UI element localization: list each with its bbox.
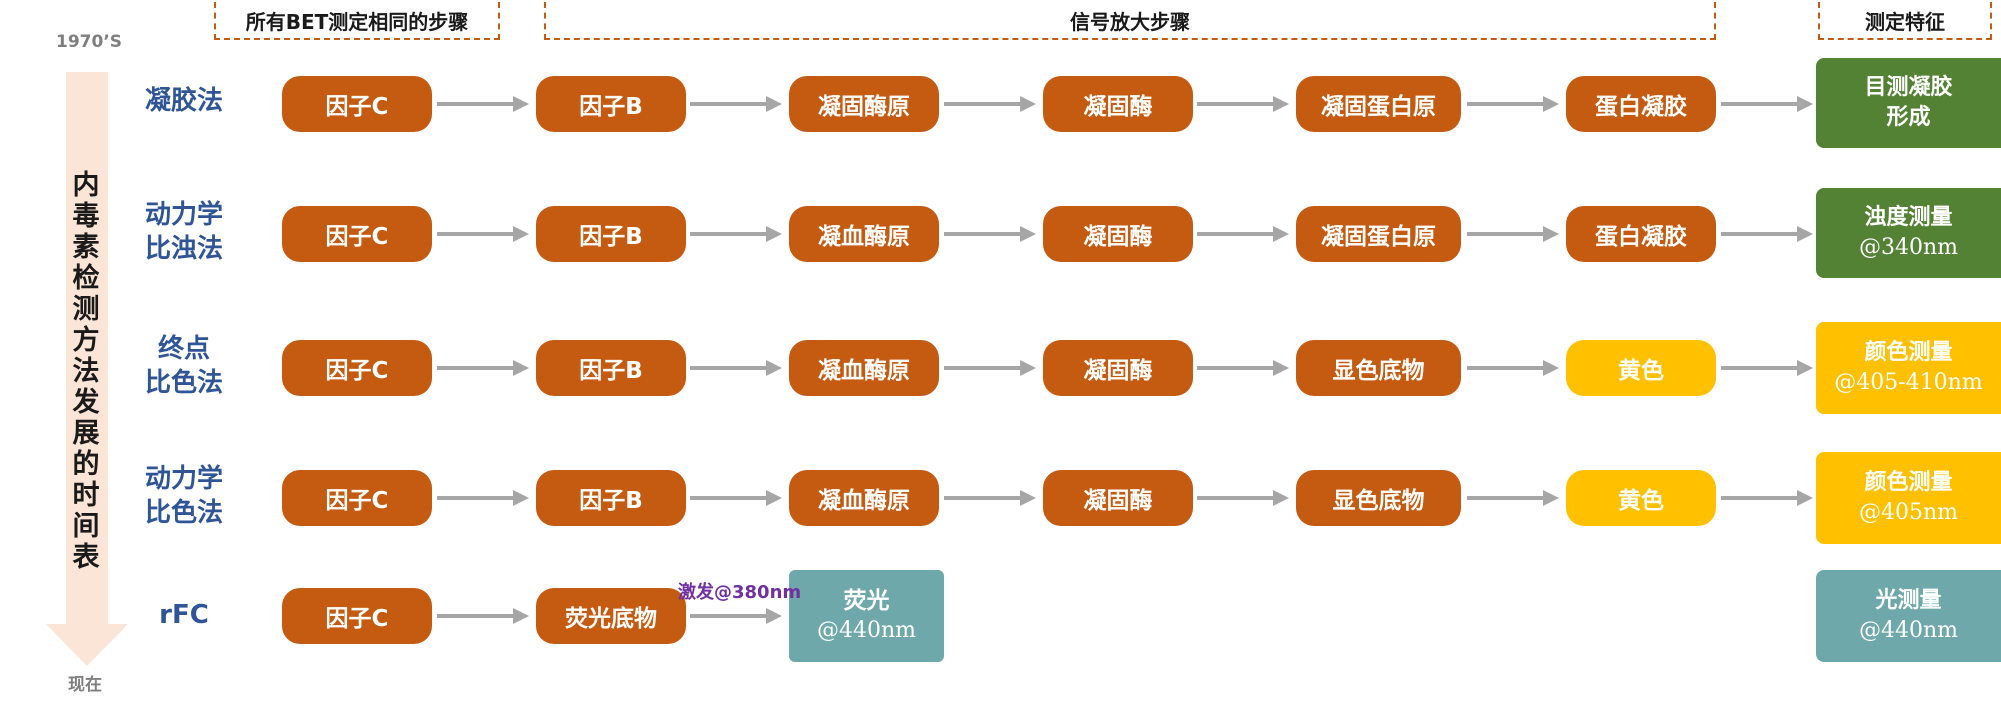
method-kinetic-chromogenic: 动力学 比色法 xyxy=(126,462,242,530)
flow-arrow-icon xyxy=(944,490,1036,506)
node-factor-c: 因子C xyxy=(282,588,432,644)
flow-arrow-icon xyxy=(1197,226,1289,242)
method-label-line: 动力学 xyxy=(144,200,223,230)
header-same-steps: 所有BET测定相同的步骤 xyxy=(214,2,500,40)
flow-arrow-icon xyxy=(437,226,529,242)
timeline-label: 内毒素检测方法发展的时间表 xyxy=(72,170,100,573)
node-coagulogen: 凝固蛋白原 xyxy=(1296,206,1461,262)
header-feature: 测定特征 xyxy=(1818,2,1992,40)
method-gel-clot: 凝胶法 xyxy=(126,84,242,118)
node-coagulogen: 凝固蛋白原 xyxy=(1296,76,1461,132)
feature-color-measure: 颜色测量 @405nm xyxy=(1816,452,2001,544)
node-clotting-enzyme: 凝固酶 xyxy=(1043,206,1193,262)
method-label-line: rFC xyxy=(159,600,209,630)
feature-line1: 浊度测量 xyxy=(1864,205,1953,230)
header-amplification: 信号放大步骤 xyxy=(544,2,1716,40)
timeline-arrow xyxy=(46,72,128,666)
flow-arrow-icon xyxy=(944,360,1036,376)
method-label-line: 终点 xyxy=(157,334,210,364)
node-factor-c: 因子C xyxy=(282,340,432,396)
node-clotting-enzyme: 凝固酶 xyxy=(1043,470,1193,526)
method-label-line: 比色法 xyxy=(144,368,223,398)
node-clotting-enzyme: 凝固酶 xyxy=(1043,76,1193,132)
flow-arrow-icon xyxy=(690,226,782,242)
node-line2: @440nm xyxy=(816,618,917,643)
flow-arrow-icon xyxy=(1721,226,1813,242)
method-label-line: 比色法 xyxy=(144,498,223,528)
feature-line1: 颜色测量 xyxy=(1864,470,1953,495)
flow-arrow-icon xyxy=(1197,96,1289,112)
node-line1: 荧光 xyxy=(843,588,890,614)
node-chromogenic-substrate: 显色底物 xyxy=(1296,470,1461,526)
feature-line1: 光测量 xyxy=(1875,588,1942,613)
feature-turbidity: 浊度测量 @340nm xyxy=(1816,188,2001,278)
node-prothrombin: 凝血酶原 xyxy=(789,340,939,396)
feature-line2: @405nm xyxy=(1858,500,1959,525)
method-label-line: 动力学 xyxy=(144,464,223,494)
node-factor-b: 因子B xyxy=(536,76,686,132)
flow-arrow-icon xyxy=(437,490,529,506)
feature-line2: 形成 xyxy=(1886,105,1931,130)
feature-line2: @405-410nm xyxy=(1834,370,1983,395)
flow-arrow-icon xyxy=(1721,360,1813,376)
method-kinetic-turbidimetric: 动力学 比浊法 xyxy=(126,198,242,266)
flow-arrow-icon xyxy=(690,96,782,112)
feature-gel-formation: 目测凝胶 形成 xyxy=(1816,58,2001,148)
flow-arrow-icon xyxy=(690,360,782,376)
timeline-start-label: 1970’S xyxy=(56,32,123,52)
feature-line2: @440nm xyxy=(1858,618,1959,643)
flow-arrow-icon xyxy=(944,96,1036,112)
node-factor-c: 因子C xyxy=(282,206,432,262)
flow-arrow-icon xyxy=(1197,360,1289,376)
feature-light-measure: 光测量 @440nm xyxy=(1816,570,2001,662)
method-label-line: 比浊法 xyxy=(144,234,223,264)
flow-arrow-icon xyxy=(1467,490,1559,506)
node-prothrombin: 凝血酶原 xyxy=(789,206,939,262)
flow-arrow-icon xyxy=(690,490,782,506)
node-protein-gel: 蛋白凝胶 xyxy=(1566,76,1716,132)
feature-line1: 目测凝胶 xyxy=(1864,75,1953,100)
node-fluorogenic-substrate: 荧光底物 xyxy=(536,588,686,644)
method-endpoint-chromogenic: 终点 比色法 xyxy=(126,332,242,400)
flow-arrow-icon xyxy=(437,608,529,624)
node-factor-c: 因子C xyxy=(282,470,432,526)
flow-arrow-icon xyxy=(1467,226,1559,242)
flow-arrow-icon xyxy=(1721,96,1813,112)
node-factor-b: 因子B xyxy=(536,206,686,262)
flow-arrow-icon xyxy=(1197,490,1289,506)
flow-arrow-icon xyxy=(1721,490,1813,506)
node-prothrombin: 凝血酶原 xyxy=(789,470,939,526)
flow-arrow-icon xyxy=(1467,360,1559,376)
feature-line2: @340nm xyxy=(1858,235,1959,260)
flow-arrow-icon xyxy=(437,360,529,376)
node-chromogenic-substrate: 显色底物 xyxy=(1296,340,1461,396)
flow-arrow-icon xyxy=(1467,96,1559,112)
timeline-end-label: 现在 xyxy=(68,675,102,695)
node-yellow: 黄色 xyxy=(1566,340,1716,396)
flow-arrow-icon xyxy=(437,96,529,112)
feature-line1: 颜色测量 xyxy=(1864,340,1953,365)
flow-arrow-icon xyxy=(690,608,782,624)
excitation-label: 激发@380nm xyxy=(678,582,802,603)
node-protein-gel: 蛋白凝胶 xyxy=(1566,206,1716,262)
node-factor-b: 因子B xyxy=(536,470,686,526)
node-yellow: 黄色 xyxy=(1566,470,1716,526)
node-factor-b: 因子B xyxy=(536,340,686,396)
node-proclotting-enzyme: 凝固酶原 xyxy=(789,76,939,132)
method-label-line: 凝胶法 xyxy=(144,86,223,116)
method-rfc: rFC xyxy=(126,598,242,632)
node-factor-c: 因子C xyxy=(282,76,432,132)
flow-arrow-icon xyxy=(944,226,1036,242)
node-fluorescence: 荧光 @440nm xyxy=(789,570,944,662)
node-clotting-enzyme: 凝固酶 xyxy=(1043,340,1193,396)
feature-color-measure: 颜色测量 @405-410nm xyxy=(1816,322,2001,414)
